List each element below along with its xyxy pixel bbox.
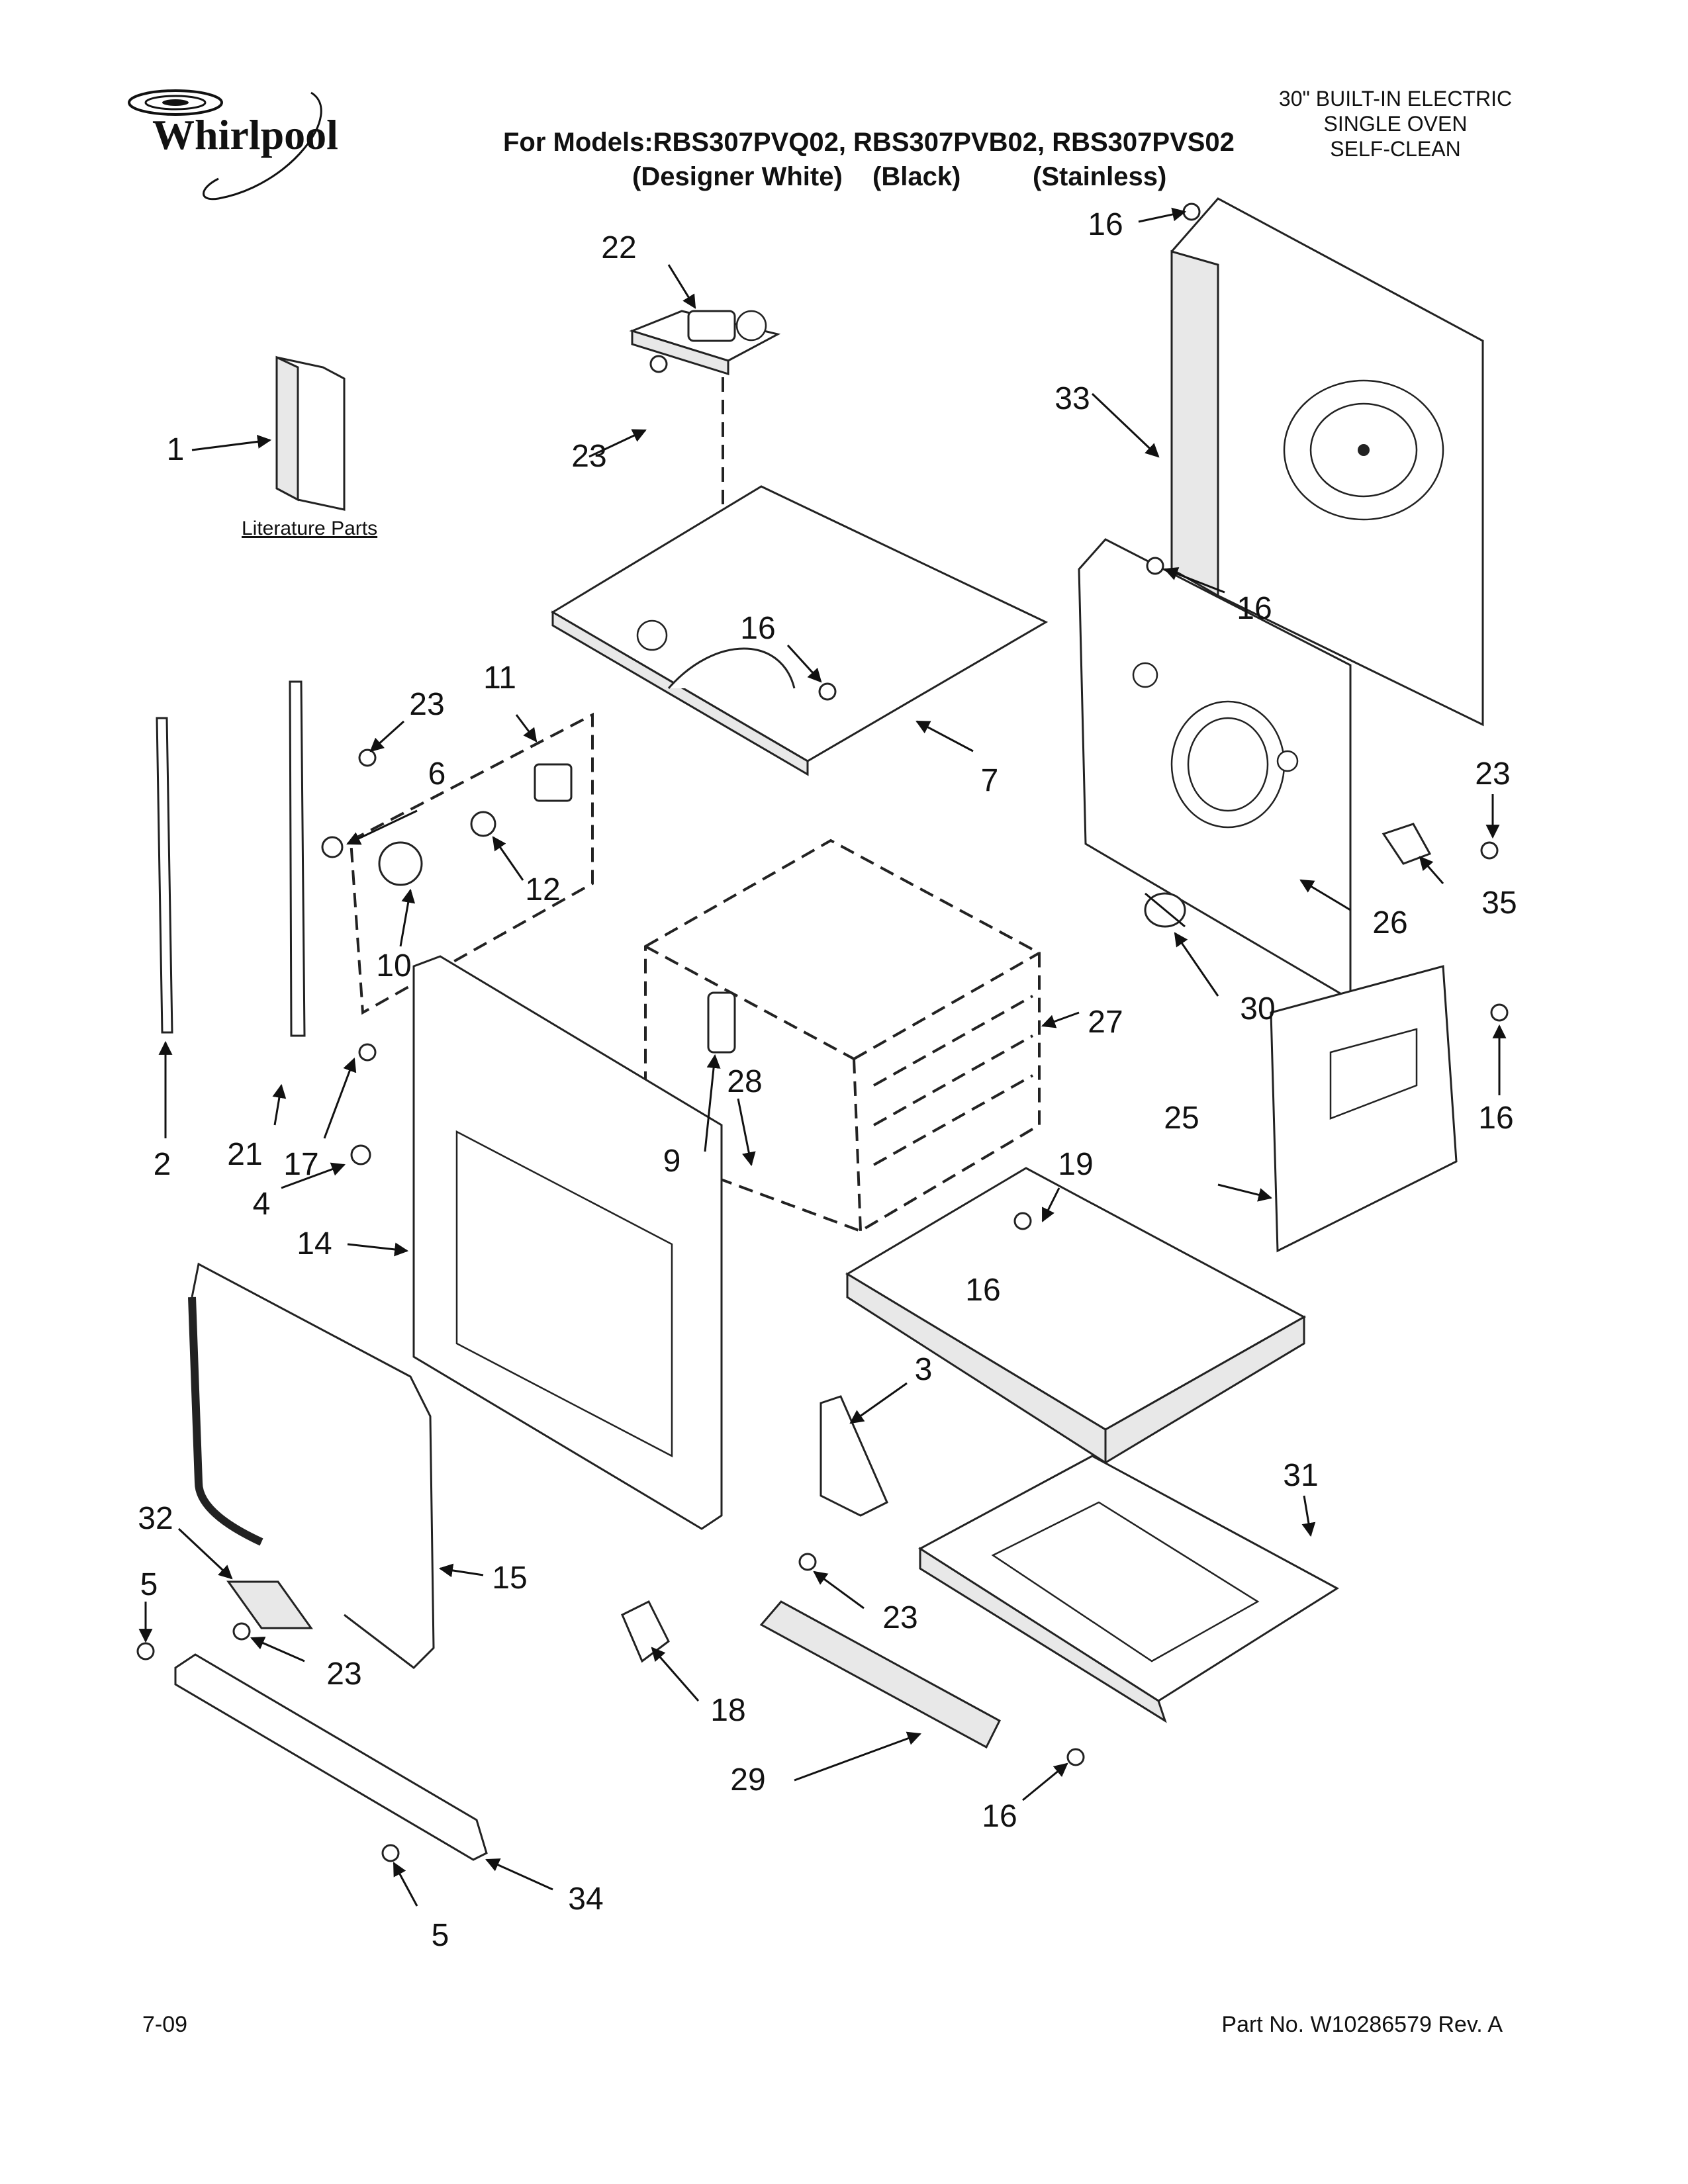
callout-17: 17 xyxy=(283,1147,318,1182)
oven-type-line-2: SINGLE OVEN xyxy=(1324,112,1468,136)
part-7-top-panel xyxy=(551,485,1049,776)
part-3-bracket xyxy=(820,1395,888,1517)
revision-date: 7-09 xyxy=(142,2012,187,2037)
callout-34: 34 xyxy=(568,1882,603,1917)
color-black: (Black) xyxy=(872,162,961,191)
callout-16: 16 xyxy=(982,1799,1017,1834)
part-19-shelf xyxy=(845,1167,1307,1465)
models-line: For Models:RBS307PVQ02, RBS307PVB02, RBS… xyxy=(503,128,1235,157)
callout-21: 21 xyxy=(227,1137,262,1172)
callout-23: 23 xyxy=(409,687,444,722)
part-group-11-10-12 xyxy=(349,712,594,1015)
part-9-element xyxy=(707,991,736,1054)
callout-2: 2 xyxy=(154,1147,171,1182)
color-stainless: (Stainless) xyxy=(1033,162,1166,191)
callout-35: 35 xyxy=(1481,886,1517,921)
whirlpool-logo: Whirlpool xyxy=(128,89,338,201)
part-34-kickplate xyxy=(174,1653,488,1861)
oven-type-line-3: SELF-CLEAN xyxy=(1330,137,1460,161)
callout-16: 16 xyxy=(1237,591,1272,626)
oven-type-line-1: 30" BUILT-IN ELECTRIC xyxy=(1279,87,1512,111)
callout-16: 16 xyxy=(740,611,775,646)
part-1-literature xyxy=(275,355,346,511)
color-designer-white: (Designer White) xyxy=(632,162,843,191)
screws xyxy=(136,203,1509,1862)
callout-26: 26 xyxy=(1372,905,1407,940)
callout-14: 14 xyxy=(297,1226,332,1261)
part-33-back-panel xyxy=(1170,197,1484,727)
callout-3: 3 xyxy=(915,1352,933,1387)
callout-5: 5 xyxy=(140,1567,158,1602)
callout-7: 7 xyxy=(981,763,999,798)
callout-11: 11 xyxy=(483,660,516,696)
callout-29: 29 xyxy=(730,1762,765,1797)
callout-9: 9 xyxy=(663,1144,681,1179)
callout-33: 33 xyxy=(1055,381,1090,416)
callout-25: 25 xyxy=(1164,1101,1199,1136)
part-31-bottom-tray xyxy=(918,1455,1339,1723)
part-32-insulation xyxy=(226,1580,313,1629)
part-15-door-gasket xyxy=(188,1262,435,1669)
callout-16: 16 xyxy=(1088,207,1123,242)
callout-28: 28 xyxy=(727,1064,762,1099)
callout-5: 5 xyxy=(432,1918,449,1953)
callout-12: 12 xyxy=(525,872,560,907)
part-21-channel xyxy=(289,680,306,1037)
callout-18: 18 xyxy=(710,1693,745,1728)
part-22-bracket xyxy=(629,310,781,376)
literature-label: Literature Parts xyxy=(242,518,377,539)
part-35-bracket xyxy=(1382,823,1432,865)
part-25-side-panel xyxy=(1270,965,1458,1253)
callout-27: 27 xyxy=(1088,1005,1123,1040)
part-29-trim-plate xyxy=(759,1600,1001,1749)
callout-23: 23 xyxy=(882,1600,917,1635)
callout-23: 23 xyxy=(1475,756,1510,792)
callout-6: 6 xyxy=(428,756,446,792)
callout-4: 4 xyxy=(253,1187,271,1222)
part-2-strip xyxy=(156,717,173,1034)
callout-22: 22 xyxy=(601,230,636,265)
part-14-front-frame xyxy=(412,955,723,1530)
callout-numbers: 1 22 23 16 33 16 16 7 11 23 6 12 10 23 3… xyxy=(138,207,1517,1953)
callout-10: 10 xyxy=(376,948,411,983)
callout-15: 15 xyxy=(492,1561,527,1596)
callout-1: 1 xyxy=(167,432,185,467)
callout-23: 23 xyxy=(326,1657,361,1692)
part-18-clip xyxy=(621,1600,670,1663)
callout-16: 16 xyxy=(965,1273,1000,1308)
callout-31: 31 xyxy=(1283,1458,1318,1493)
part-30-thermal-fuse xyxy=(1144,892,1186,928)
part-6-grommet xyxy=(321,836,344,858)
callout-23: 23 xyxy=(571,439,606,474)
brand-wordmark: Whirlpool xyxy=(152,111,338,158)
callout-30: 30 xyxy=(1240,991,1275,1026)
part-26-rear-panel xyxy=(1078,538,1352,1001)
callout-16: 16 xyxy=(1478,1101,1513,1136)
callout-32: 32 xyxy=(138,1501,173,1536)
part-number: Part No. W10286579 Rev. A xyxy=(1221,2012,1503,2037)
callout-19: 19 xyxy=(1058,1147,1093,1182)
leader-lines xyxy=(138,207,1507,1907)
